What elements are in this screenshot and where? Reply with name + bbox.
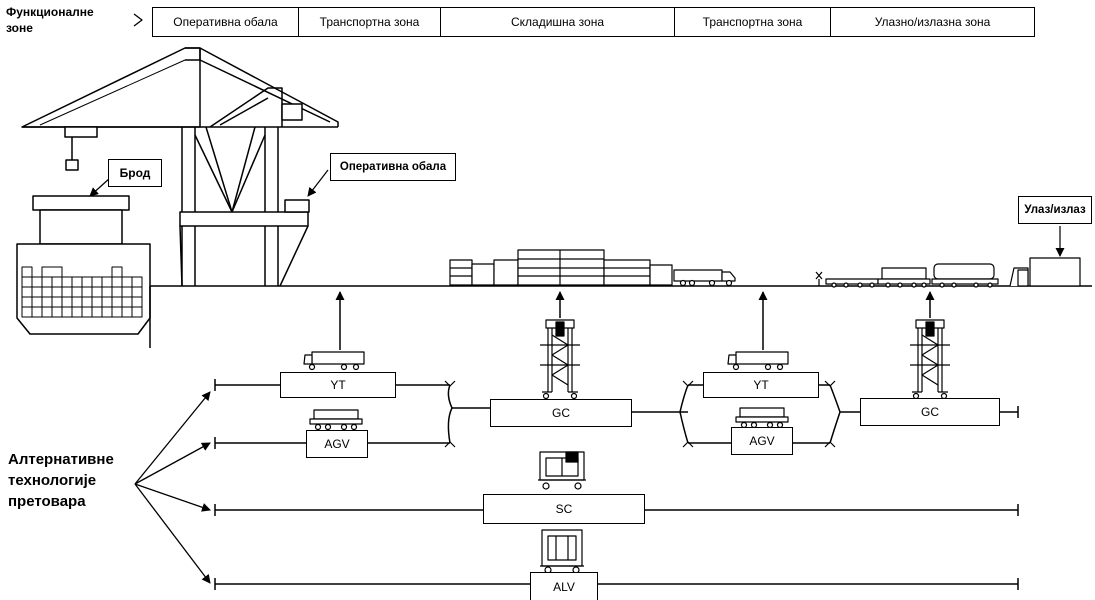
gc-route-right — [1000, 406, 1019, 418]
quay-wall — [149, 285, 1092, 348]
alternatives-label: Алтернативне технологије претовара — [8, 449, 114, 512]
truck-icon — [673, 269, 736, 287]
agv-box-right: AGV — [731, 427, 793, 455]
alternatives-label-line1: Алтернативне — [8, 451, 114, 468]
gate-callout: Улаз/излаз — [1018, 196, 1092, 224]
zone-operative-quay: Оперативна обала — [153, 8, 299, 36]
functional-zones-label-line2: зоне — [6, 21, 33, 35]
alv-box: ALV — [530, 572, 598, 600]
gate-icon — [1009, 257, 1081, 287]
quay-crane-icon — [21, 47, 339, 287]
gc-box-left: GC — [490, 399, 632, 427]
sc-box: SC — [483, 494, 645, 524]
agv-vehicle-icon — [735, 407, 789, 429]
straddle-carrier-icon — [538, 451, 586, 490]
alternatives-label-line2: технологије — [8, 472, 97, 489]
merge-bracket-mid-right — [829, 384, 860, 444]
alternatives-label-line3: претовара — [8, 493, 86, 510]
yt-box-right: YT — [703, 372, 819, 398]
agv-vehicle-icon — [309, 409, 363, 431]
yt-truck-icon — [727, 351, 789, 371]
alv-route — [214, 578, 1019, 590]
ship-callout: Брод — [108, 159, 162, 187]
alv-vehicle-icon — [540, 529, 584, 574]
zone-storage: Складишна зона — [441, 8, 675, 36]
merge-bracket-mid-left — [679, 384, 689, 444]
quay-callout: Оперативна обала — [330, 153, 456, 181]
container-stack-icon — [449, 249, 673, 286]
quay-callout-arrow — [307, 169, 329, 197]
zones-bar: Оперативна обала Транспортна зона Склади… — [152, 7, 1035, 37]
ship-icon — [16, 195, 151, 335]
gantry-crane-icon — [540, 319, 580, 400]
zone-gate: Улазно/излазна зона — [874, 15, 991, 29]
zone-transport-1: Транспортна зона — [299, 8, 441, 36]
functional-zones-label-line1: Функционалне — [6, 5, 94, 19]
train-icon — [815, 263, 999, 288]
yt-truck-icon — [303, 351, 365, 371]
agv-box-left: AGV — [306, 430, 368, 458]
functional-zones-label: Функционалне зоне — [6, 4, 94, 36]
alternatives-arrows — [134, 391, 211, 584]
merge-bracket-left — [447, 384, 490, 444]
gc-box-right: GC — [860, 398, 1000, 426]
header-arrow-icon — [133, 13, 143, 27]
gantry-crane-icon — [910, 319, 950, 400]
ship-callout-arrow — [89, 177, 111, 197]
zone-transport-2: Транспортна зона — [675, 8, 831, 36]
yt-box-left: YT — [280, 372, 396, 398]
